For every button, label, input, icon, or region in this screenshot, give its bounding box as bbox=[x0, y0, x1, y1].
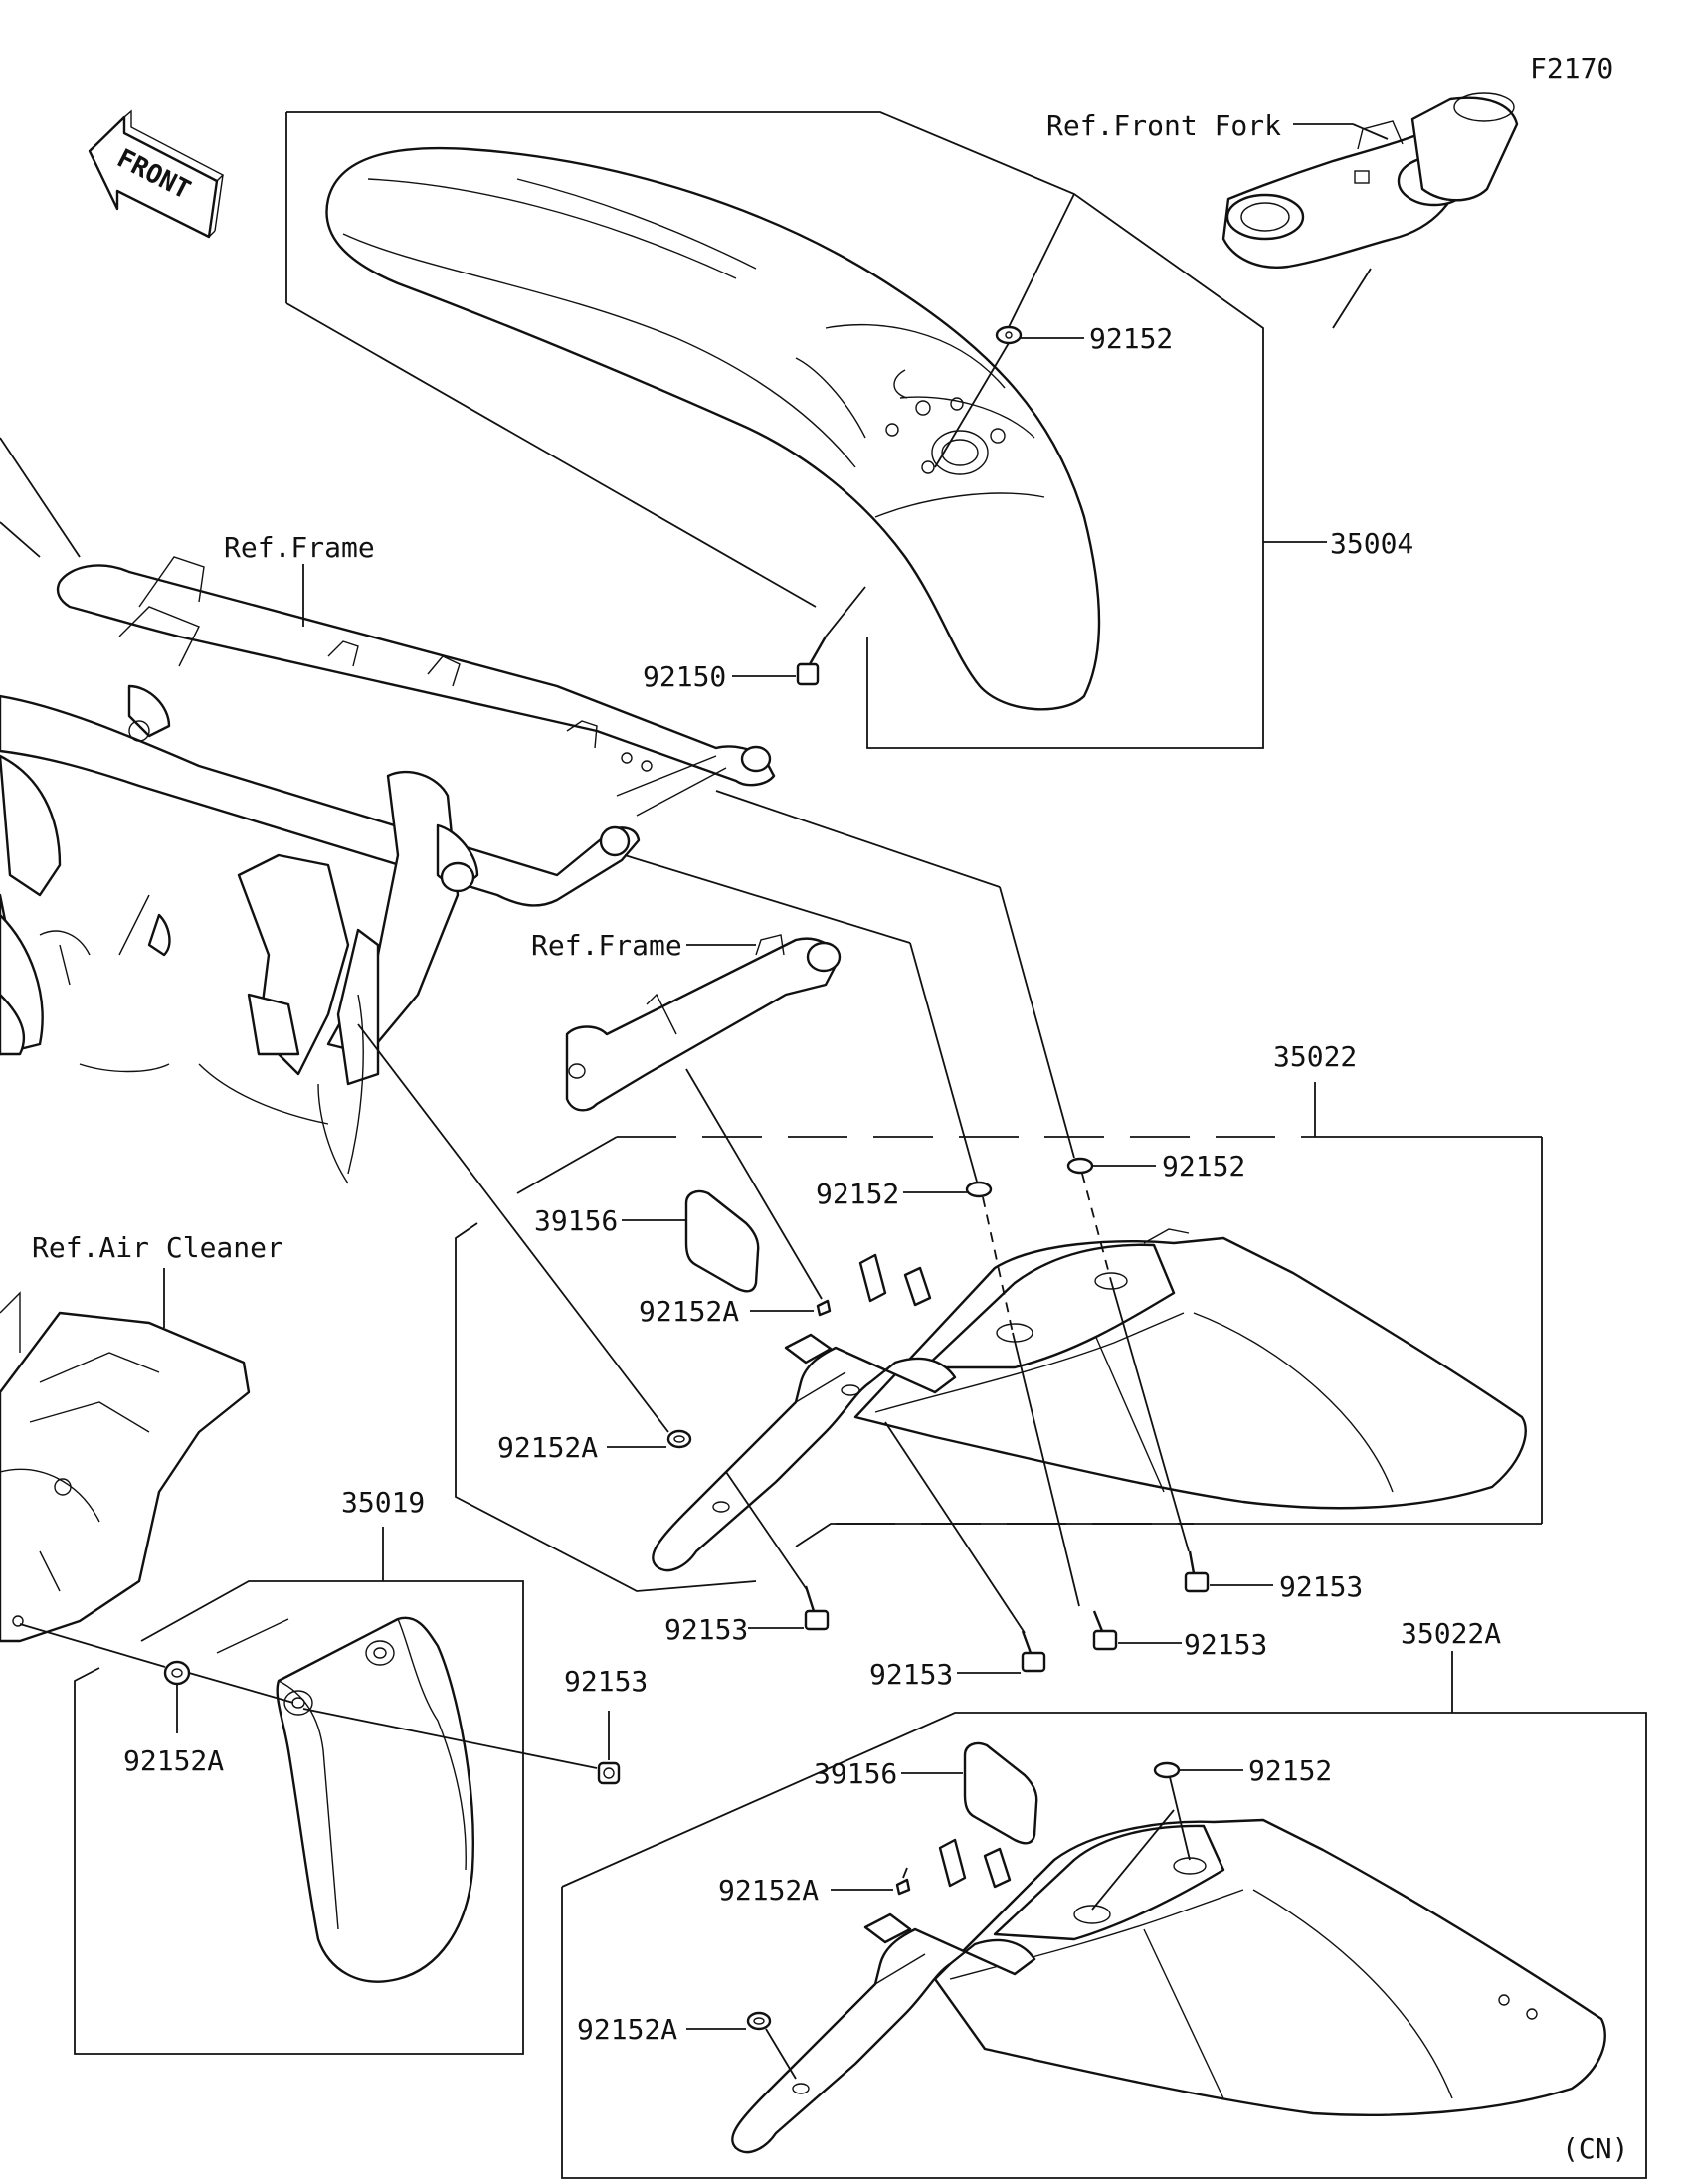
callout-92152A-c: 92152A bbox=[123, 1744, 224, 1777]
rear-fender-35022-group: 35022 39156 92152 bbox=[357, 790, 1543, 1691]
callout-92153-e: 92153 bbox=[564, 1665, 648, 1698]
front-fork-reference: Ref.Front Fork bbox=[1046, 92, 1519, 329]
callout-35004: 35004 bbox=[1330, 527, 1413, 560]
rear-fender-35022 bbox=[652, 1228, 1527, 1572]
frame-bracket-reference: Ref.Frame bbox=[531, 929, 842, 1112]
bolt-92150 bbox=[796, 586, 866, 686]
front-fender-callout-box bbox=[286, 111, 1264, 749]
callout-92152-b: 92152 bbox=[1162, 1150, 1245, 1183]
callout-92152-a: 92152 bbox=[816, 1178, 899, 1210]
rear-fender-35022A bbox=[731, 1818, 1606, 2154]
clip-92152A-d bbox=[895, 1878, 911, 1896]
frame-reference: Ref.Frame bbox=[0, 437, 776, 1184]
pad-39156-a bbox=[684, 1189, 760, 1293]
callout-92152-front: 92152 bbox=[1089, 322, 1173, 355]
ref-air-cleaner: Ref.Air Cleaner bbox=[32, 1231, 283, 1264]
front-fender-group: 92152 92150 35004 bbox=[285, 111, 1413, 749]
callout-39156-b: 39156 bbox=[814, 1757, 897, 1790]
ref-front-fork: Ref.Front Fork bbox=[1046, 109, 1281, 142]
front-direction-arrow-icon: FRONT bbox=[88, 109, 225, 239]
market-note: (CN) bbox=[1562, 2132, 1628, 2165]
washer-92152A-c bbox=[163, 1660, 191, 1686]
callout-92150: 92150 bbox=[643, 660, 726, 693]
callout-35022: 35022 bbox=[1273, 1040, 1357, 1073]
callout-92152A-a: 92152A bbox=[639, 1295, 739, 1328]
washer-92152-a bbox=[965, 1181, 993, 1198]
bolt-92153-d bbox=[1184, 1550, 1210, 1593]
rear-fender-35022A-group: 35022A 39156 92152 bbox=[561, 1617, 1647, 2179]
bolt-92153-a bbox=[725, 1471, 830, 1631]
callout-92153-a: 92153 bbox=[664, 1613, 748, 1646]
bolt-92153-e bbox=[302, 1708, 621, 1785]
clip-92152A-a bbox=[816, 1299, 832, 1317]
callout-92153-b: 92153 bbox=[869, 1658, 953, 1691]
washer-92152-front bbox=[995, 325, 1023, 345]
bolt-92153-c bbox=[1092, 1610, 1118, 1651]
ref-frame-upper: Ref.Frame bbox=[224, 531, 375, 564]
front-fender bbox=[325, 146, 1101, 711]
ref-frame-bracket: Ref.Frame bbox=[531, 929, 682, 962]
clip-92152A-e bbox=[746, 2011, 772, 2031]
mud-flap-callout-box bbox=[74, 1580, 524, 2055]
callout-92153-c: 92153 bbox=[1184, 1628, 1267, 1661]
bolt-92153-b bbox=[884, 1421, 1046, 1673]
callout-92152A-e: 92152A bbox=[577, 2013, 677, 2046]
clip-92152A-b bbox=[666, 1429, 692, 1449]
callout-92152A-b: 92152A bbox=[497, 1431, 598, 1464]
washer-92152-c bbox=[1153, 1761, 1181, 1779]
mud-flap-35019 bbox=[216, 1616, 474, 1983]
rear-fender-35022A-callout-box bbox=[561, 1712, 1647, 2179]
callout-92152-c: 92152 bbox=[1248, 1754, 1332, 1787]
mud-flap-35019-group: 35019 92152A 92153 bbox=[19, 1486, 648, 2055]
callout-92153-d: 92153 bbox=[1279, 1570, 1363, 1603]
callout-35022A: 35022A bbox=[1401, 1617, 1501, 1650]
callout-39156-a: 39156 bbox=[534, 1204, 618, 1237]
callout-92152A-d: 92152A bbox=[718, 1874, 819, 1907]
air-cleaner-reference: Ref.Air Cleaner bbox=[0, 1231, 283, 1643]
callout-35019: 35019 bbox=[341, 1486, 425, 1519]
pad-39156-b bbox=[963, 1741, 1038, 1845]
figure-code: F2170 bbox=[1530, 52, 1613, 85]
washer-92152-b bbox=[1066, 1157, 1094, 1175]
